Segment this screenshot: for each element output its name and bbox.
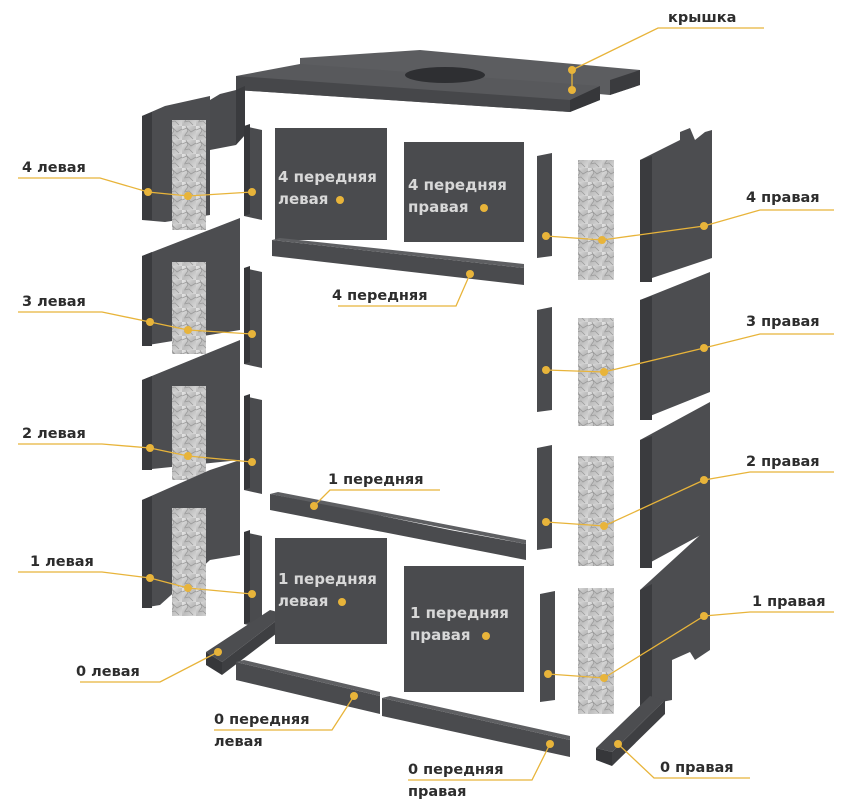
front-panels bbox=[236, 128, 570, 757]
dot-left1-b bbox=[184, 584, 192, 592]
dot-right4-b bbox=[598, 236, 606, 244]
dot-lid-bottom bbox=[568, 86, 576, 94]
dot-front1-right bbox=[482, 632, 490, 640]
dot-front0-left bbox=[350, 692, 358, 700]
dot-right1-b bbox=[600, 674, 608, 682]
leader-dots bbox=[144, 66, 708, 748]
label-right3: 3 правая bbox=[746, 314, 820, 330]
dot-right0 bbox=[614, 740, 622, 748]
dot-front0-right bbox=[546, 740, 554, 748]
dot-right3-c bbox=[700, 344, 708, 352]
dot-left2-c bbox=[248, 458, 256, 466]
label-front1-right-line1: 1 передняя bbox=[410, 604, 509, 622]
dot-right2-a bbox=[542, 518, 550, 526]
label-front1: 1 передняя bbox=[328, 472, 424, 488]
right-side-stack bbox=[537, 128, 712, 766]
dot-left2-b bbox=[184, 452, 192, 460]
label-left2: 2 левая bbox=[22, 426, 86, 442]
dot-right3-b bbox=[600, 368, 608, 376]
dot-right4-a bbox=[542, 232, 550, 240]
dot-front1-left bbox=[338, 598, 346, 606]
dot-lid-top bbox=[568, 66, 576, 74]
dot-front1 bbox=[310, 502, 318, 510]
label-left3: 3 левая bbox=[22, 294, 86, 310]
dot-front4-left bbox=[336, 196, 344, 204]
label-right4: 4 правая bbox=[746, 190, 820, 206]
dot-right2-b bbox=[600, 522, 608, 530]
dot-left4-b bbox=[184, 192, 192, 200]
label-left1: 1 левая bbox=[30, 554, 94, 570]
dot-left4-a bbox=[144, 188, 152, 196]
dot-left3-a bbox=[146, 318, 154, 326]
label-front4: 4 передняя bbox=[332, 288, 428, 304]
lid-part bbox=[210, 50, 640, 150]
label-front0-left-line1: 0 передняя bbox=[214, 712, 310, 728]
dot-left1-a bbox=[146, 574, 154, 582]
label-front0-left-line2: левая bbox=[214, 734, 263, 750]
label-right0: 0 правая bbox=[660, 760, 734, 776]
dot-left0 bbox=[214, 648, 222, 656]
label-front4-right-line2: правая bbox=[408, 198, 468, 216]
dot-right4-c bbox=[700, 222, 708, 230]
dot-front4-right bbox=[480, 204, 488, 212]
label-right1: 1 правая bbox=[752, 594, 826, 610]
label-front1-left-line2: левая bbox=[278, 592, 328, 610]
label-left0: 0 левая bbox=[76, 664, 140, 680]
label-front4-left-line1: 4 передняя bbox=[278, 168, 377, 186]
dot-right1-c bbox=[700, 612, 708, 620]
left-side-stack bbox=[142, 96, 285, 675]
label-front0-right-line2: правая bbox=[408, 784, 466, 800]
dot-left3-c bbox=[248, 330, 256, 338]
label-front4-left-line2: левая bbox=[278, 190, 328, 208]
label-left4: 4 левая bbox=[22, 160, 86, 176]
label-kryshka: крышка bbox=[668, 10, 736, 26]
dot-left4-c bbox=[248, 188, 256, 196]
label-front1-left-line1: 1 передняя bbox=[278, 570, 377, 588]
label-front4-right-line1: 4 передняя bbox=[408, 176, 507, 194]
dot-left3-b bbox=[184, 326, 192, 334]
dot-right1-a bbox=[544, 670, 552, 678]
dot-right3-a bbox=[542, 366, 550, 374]
dot-front4 bbox=[466, 270, 474, 278]
labels: крышка 4 левая 3 левая 2 левая 1 левая 0… bbox=[22, 10, 826, 800]
dot-left2-a bbox=[146, 444, 154, 452]
label-front1-right-line2: правая bbox=[410, 626, 470, 644]
dot-left1-c bbox=[248, 590, 256, 598]
dot-right2-c bbox=[700, 476, 708, 484]
label-right2: 2 правая bbox=[746, 454, 820, 470]
label-front0-right-line1: 0 передняя bbox=[408, 762, 504, 778]
